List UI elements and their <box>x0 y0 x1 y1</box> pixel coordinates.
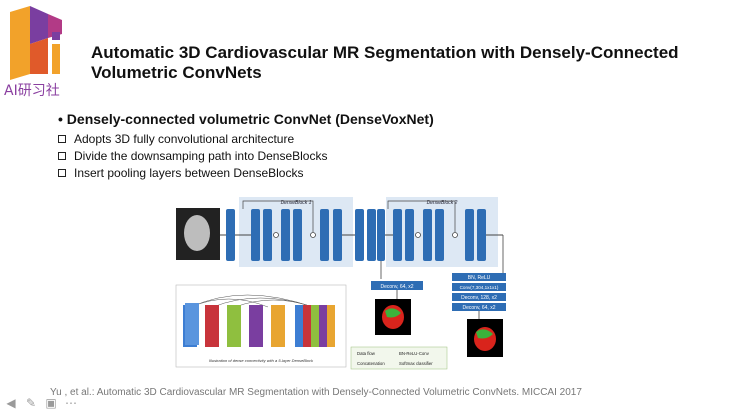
logo-text: AI研习社 <box>4 83 60 99</box>
layer-conv <box>293 209 302 261</box>
list-item-text: Divide the downsamping path into DenseBl… <box>74 149 328 163</box>
legend-data-flow: Data flow <box>357 351 376 356</box>
vessel-segmentation-left <box>385 308 401 318</box>
list-item-text: Insert pooling layers between DenseBlock… <box>74 166 304 180</box>
layer-conv-transition <box>367 209 376 261</box>
feature-map-x2 <box>227 305 241 347</box>
vessel-segmentation-right <box>476 329 493 339</box>
right-stack-bn-relu <box>452 273 506 281</box>
layer-bn-relu <box>251 209 260 261</box>
list-item: Insert pooling layers between DenseBlock… <box>58 166 303 180</box>
presentation-toolbar: ◀ ✎ ▣ ⋯ <box>4 396 78 410</box>
layer-bn-relu <box>393 209 402 261</box>
concatenation-node <box>310 232 316 238</box>
menu-icon[interactable]: ⋯ <box>65 396 77 410</box>
legend-softmax-classifier: Softmax classifier <box>399 361 433 366</box>
concatenation-node <box>273 232 279 238</box>
legend-bn-relu-conv: BN-ReLU-Conv <box>399 351 430 356</box>
layer-conv <box>405 209 414 261</box>
arrow-left-icon[interactable]: ◀ <box>6 396 16 410</box>
layer-conv <box>435 209 444 261</box>
list-item: Divide the downsamping path into DenseBl… <box>58 149 327 163</box>
list-item: Adopts 3D fully convolutional architectu… <box>58 132 294 146</box>
layer-conv <box>263 209 272 261</box>
right-stack-label-0: BN, ReLU <box>468 275 491 281</box>
pen-icon[interactable]: ✎ <box>25 396 37 410</box>
right-stack-deconv-128 <box>452 293 506 301</box>
inset-caption: Illustration of dense connectivity with … <box>209 358 314 363</box>
layer-conv <box>333 209 342 261</box>
slide-title: Automatic 3D Cardiovascular MR Segmentat… <box>91 43 679 82</box>
right-stack-label-1: Conv(7,304,1x1x1) <box>460 285 499 290</box>
right-stack-deconv-64 <box>452 303 506 311</box>
denseblock-1-label: DenseBlock 1 <box>281 200 312 206</box>
deconv-box-left <box>371 281 423 290</box>
layer-bn-relu <box>320 209 329 261</box>
right-stack-conv <box>452 283 506 291</box>
checkbox-icon <box>58 135 66 143</box>
legend-box <box>350 346 448 370</box>
concatenation-node <box>415 232 421 238</box>
checkbox-icon <box>58 169 66 177</box>
main-bullet-text: Densely-connected volumetric ConvNet (De… <box>66 111 434 127</box>
main-bullet: • Densely-connected volumetric ConvNet (… <box>58 111 434 127</box>
layer-max-pooling <box>377 209 385 261</box>
feature-map-x4 <box>271 305 285 347</box>
right-stack-label-3: Deconv, 64, x2 <box>463 305 496 311</box>
list-item-text: Adopts 3D fully convolutional architectu… <box>74 132 295 146</box>
layer-conv1 <box>226 209 235 261</box>
layer-conv <box>477 209 486 261</box>
feature-map-x3 <box>249 305 263 347</box>
mr-heart-region <box>184 215 210 251</box>
citation-caption: Yu , et al.: Automatic 3D Cardiovascular… <box>50 387 582 398</box>
denseblock-2-label: DenseBlock 2 <box>427 200 458 206</box>
right-stack-label-2: Deconv, 128, x2 <box>461 295 497 301</box>
layer-bn-relu <box>281 209 290 261</box>
slides-icon[interactable]: ▣ <box>45 396 57 410</box>
layer-bn-relu <box>465 209 474 261</box>
layer-bn-relu <box>423 209 432 261</box>
feature-map-x1 <box>205 305 219 347</box>
ai-yanxishe-logo <box>4 4 66 100</box>
layer-bn-relu <box>355 209 364 261</box>
concatenation-node <box>452 232 458 238</box>
checkbox-icon <box>58 152 66 160</box>
deconv-left-label: Deconv, 64, x2 <box>381 284 414 290</box>
densevoxnet-diagram: DenseBlock 1 DenseBlock 2 Deconv, 64, x2… <box>175 197 506 370</box>
legend-concatenation: Concatenation <box>357 361 385 366</box>
